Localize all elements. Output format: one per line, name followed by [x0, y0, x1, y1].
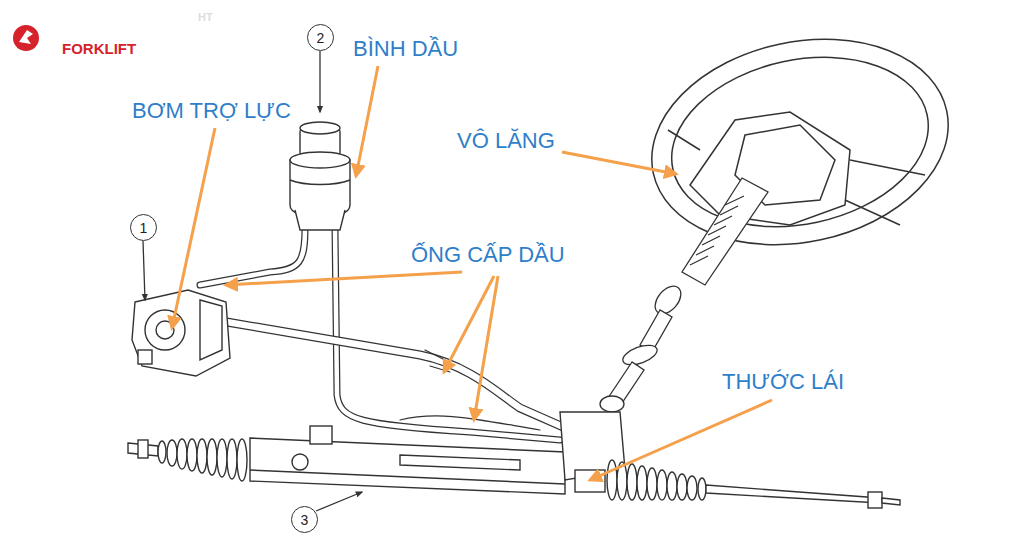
steering-rack	[677, 474, 687, 500]
steering-rack	[250, 438, 565, 494]
part-label: BÌNH DẦU	[353, 38, 458, 60]
steering-rack	[217, 439, 227, 477]
power-steering-pump	[132, 290, 230, 376]
steering-rack	[657, 470, 667, 500]
logo-icon	[13, 25, 39, 51]
oil-hose	[215, 320, 570, 430]
callout-leader	[143, 241, 145, 300]
power-steering-pump	[156, 321, 174, 339]
steering-rack	[882, 498, 900, 505]
steering-rack	[607, 460, 617, 500]
steering-column	[600, 396, 624, 412]
steering-column	[650, 281, 686, 318]
callout-circle: 2	[307, 24, 334, 51]
callout-number: 2	[317, 30, 325, 46]
power-steering-pump	[145, 310, 185, 350]
part-label: BƠM TRỢ LỰC	[132, 100, 291, 122]
oil-reservoir	[300, 122, 340, 134]
callout-number: 1	[140, 220, 148, 236]
steering-rack	[250, 470, 565, 484]
steering-rack	[158, 441, 166, 463]
oil-reservoir	[290, 122, 350, 230]
steering-wheel	[668, 130, 925, 225]
steering-rack	[237, 439, 247, 481]
oil-hose	[200, 228, 570, 440]
pointer-arrow	[226, 272, 462, 285]
oil-hose	[400, 416, 540, 430]
steering-rack	[310, 426, 332, 444]
steering-wheel	[632, 13, 967, 271]
steering-column	[682, 178, 768, 285]
oil-reservoir	[290, 180, 350, 185]
pointer-arrow	[172, 66, 772, 480]
steering-rack	[292, 454, 308, 470]
oil-reservoir	[295, 210, 345, 230]
pointer-arrow	[444, 276, 494, 372]
oil-hose	[200, 228, 305, 285]
steering-wheel	[656, 35, 944, 249]
steering-rack	[197, 439, 207, 473]
oil-hose	[200, 228, 305, 285]
steering-wheel	[632, 13, 967, 271]
part-label: VÔ LĂNG	[457, 130, 555, 152]
part-label: ỐNG CẤP DẦU	[411, 244, 565, 266]
pointer-arrow	[590, 400, 772, 480]
power-steering-pump	[132, 290, 230, 376]
steering-column	[690, 196, 744, 265]
steering-rack	[698, 478, 706, 500]
oil-hose	[215, 320, 570, 430]
steering-column	[620, 341, 659, 368]
callout-circle: 3	[291, 506, 318, 533]
steering-rack	[647, 468, 657, 500]
steering-rack	[868, 492, 882, 508]
steering-rack	[207, 439, 217, 475]
steering-rack	[187, 439, 197, 471]
power-steering-pump	[138, 350, 152, 364]
steering-rack	[706, 485, 880, 503]
power-steering-pump	[200, 300, 222, 360]
logo-icon	[19, 30, 33, 44]
logo-icon	[13, 25, 39, 51]
callout-number: 3	[301, 512, 309, 528]
callout-circle: 1	[130, 214, 157, 241]
pointer-arrow	[562, 152, 676, 174]
steering-rack	[667, 472, 677, 500]
steering-rack	[687, 476, 697, 500]
steering-rack	[227, 439, 237, 479]
steering-rack	[637, 466, 647, 500]
steering-rack	[627, 464, 637, 500]
pointer-arrow	[172, 128, 215, 328]
callout-leader	[319, 51, 320, 112]
steering-wheel	[690, 112, 850, 225]
pointer-arrow	[474, 276, 498, 420]
steering-rack	[400, 455, 520, 470]
brand-text: FORKLIFT	[62, 41, 136, 56]
steering-rack	[575, 470, 605, 492]
steering-rack	[128, 412, 900, 508]
steering-rack	[167, 440, 177, 466]
pointer-arrow	[356, 66, 378, 176]
brand-text: HT	[198, 12, 213, 23]
callout-leader	[316, 492, 362, 511]
steering-rack	[177, 439, 187, 469]
steering-rack	[138, 440, 148, 458]
part-label: THƯỚC LÁI	[722, 371, 844, 393]
oil-reservoir	[290, 152, 350, 168]
